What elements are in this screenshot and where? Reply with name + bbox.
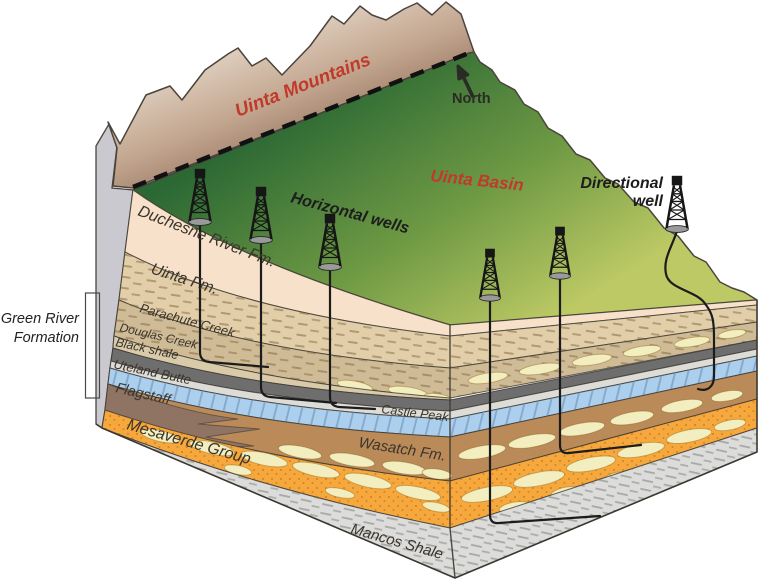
uinta-mountains-block	[107, 1, 475, 189]
north-arrow-icon	[456, 64, 475, 98]
horizontal-well-path-4	[488, 298, 602, 525]
label-green-river-line1: Green River	[1, 311, 80, 327]
well-paths	[198, 222, 716, 525]
horizontal-well-path-1	[198, 222, 270, 369]
block-outline	[95, 300, 758, 579]
horizontal-well-path-5	[558, 276, 643, 455]
front-corner-edge	[449, 325, 456, 579]
green-river-bracket	[84, 292, 101, 399]
directional-well-path	[664, 229, 716, 391]
label-directional-well-line1: Directional	[580, 175, 663, 192]
label-green-river-line2: Formation	[14, 330, 79, 346]
mountain-front-boundary-dashed-line	[132, 50, 470, 190]
label-directional-well-line2: well	[633, 193, 664, 210]
horizontal-well-path-2	[259, 240, 338, 405]
strata	[95, 189, 758, 579]
horizontal-well-path-3	[328, 267, 377, 411]
label-north: North	[452, 91, 491, 107]
oil-derrick-icon	[664, 174, 690, 234]
wasatch-sand-lenses	[277, 389, 744, 480]
